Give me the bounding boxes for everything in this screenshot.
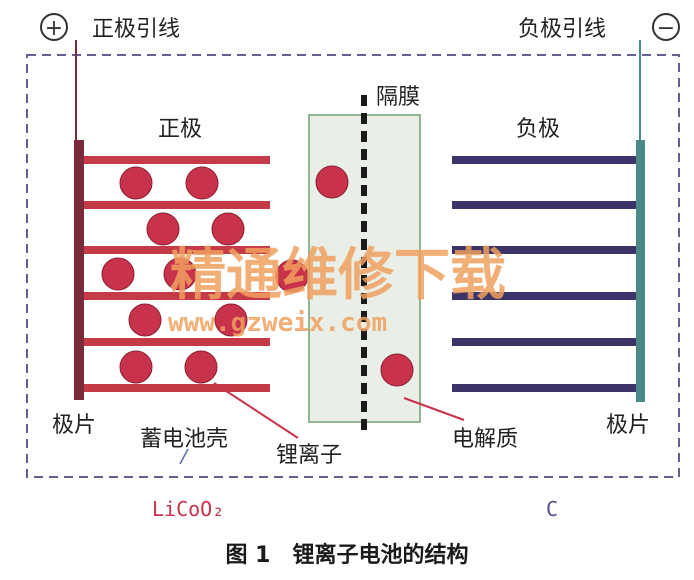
positive-terminal-icon: + <box>40 13 68 41</box>
battery-case-label: 蓄电池壳 <box>140 427 228 452</box>
negative-lead-label: 负极引线 <box>518 17 606 42</box>
anode-layer <box>452 201 638 209</box>
lithium-ion-intercalated <box>101 257 135 291</box>
cathode-material: LiCoO₂ <box>152 497 224 521</box>
cathode-layer <box>84 384 270 392</box>
watermark-cn: 精通维修下载 <box>170 243 506 308</box>
lithium-ion-intercalated <box>146 212 180 246</box>
anode-layer <box>452 292 638 300</box>
lithium-ion-intercalated <box>128 303 162 337</box>
figure-caption: 图 1 锂离子电池的结构 <box>226 542 469 568</box>
negative-symbol: − <box>657 16 675 41</box>
cathode-layers <box>84 156 270 392</box>
electrolyte-label: 电解质 <box>452 427 518 452</box>
lithium-ion-intercalated <box>185 166 219 200</box>
lithium-ion-intercalated <box>214 303 248 337</box>
anode-material: C <box>546 497 558 521</box>
cathode-ions <box>101 166 248 384</box>
lithium-ion-label: 锂离子 <box>276 443 342 468</box>
cathode-layer <box>84 246 270 254</box>
cathode-plate <box>74 140 84 400</box>
lithium-ion-electrolyte <box>380 353 414 387</box>
lithium-ion-intercalated <box>163 257 197 291</box>
negative-electrode-label: 负极 <box>516 117 560 142</box>
battery-case-pointer <box>179 448 189 465</box>
cathode-layer <box>84 292 270 300</box>
cathode-layer <box>84 156 270 164</box>
anode-plate <box>636 140 645 402</box>
anode-layer <box>452 156 638 164</box>
anode-layer <box>452 384 638 392</box>
watermark-url: www.gzweix.com <box>168 308 387 338</box>
lithium-ion-intercalated <box>211 212 245 246</box>
anode-layers <box>452 156 638 392</box>
positive-lead-label: 正极引线 <box>92 17 180 42</box>
lithium-ion-intercalated <box>119 166 153 200</box>
lithium-ion-intercalated <box>119 350 153 384</box>
right-plate-label: 极片 <box>606 413 650 438</box>
battery-case-outline <box>26 54 680 478</box>
lithium-ion-pointer <box>213 382 299 439</box>
separator-label: 隔膜 <box>376 85 420 110</box>
cathode-layer <box>84 338 270 346</box>
anode-layer <box>452 338 638 346</box>
anode-layer <box>452 246 638 254</box>
left-plate-label: 极片 <box>52 413 96 438</box>
lithium-ion-migrating <box>315 165 349 199</box>
lithium-ion-crossing <box>275 259 309 293</box>
positive-electrode-label: 正极 <box>158 117 202 142</box>
positive-symbol: + <box>45 16 63 41</box>
lithium-ion-intercalated <box>184 350 218 384</box>
electrolyte-pointer <box>403 397 465 421</box>
negative-terminal-icon: − <box>652 13 680 41</box>
cathode-layer <box>84 201 270 209</box>
